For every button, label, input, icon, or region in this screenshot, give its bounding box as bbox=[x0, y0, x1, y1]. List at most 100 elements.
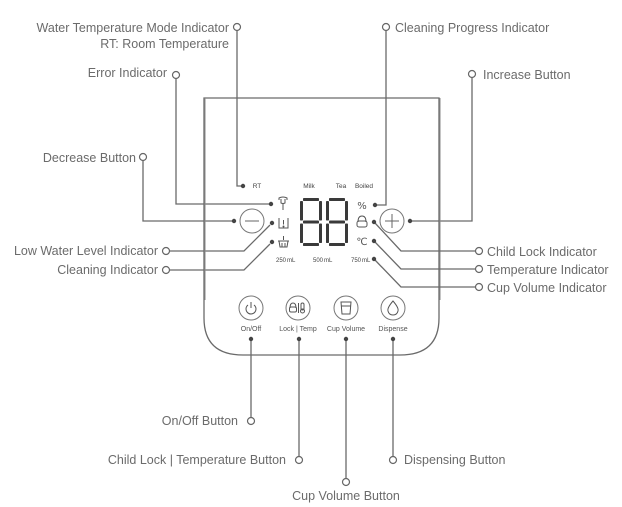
dot-cup-volume-btn bbox=[343, 336, 349, 342]
callout-cup-volume-button: Cup Volume Button bbox=[292, 489, 400, 503]
callout-low-water: Low Water Level Indicator bbox=[14, 244, 158, 258]
svg-text:250: 250 bbox=[276, 258, 287, 264]
dot-decrease bbox=[231, 218, 237, 224]
callout-marker-decrease bbox=[138, 152, 148, 162]
callout-marker-dispense bbox=[388, 455, 398, 465]
dot-cleaning bbox=[269, 239, 275, 245]
segment-1-a bbox=[303, 198, 319, 201]
low-water-icon bbox=[278, 218, 289, 229]
segment-2-g bbox=[329, 220, 345, 224]
callout-marker-temperature bbox=[474, 264, 484, 274]
callout-dispensing-button: Dispensing Button bbox=[404, 453, 506, 467]
leader-cleaning-progress bbox=[376, 31, 387, 206]
dot-dispense bbox=[390, 336, 396, 342]
leader-decrease bbox=[142, 161, 233, 222]
cup-volume-label: Cup Volume bbox=[327, 326, 365, 333]
leader-child-lock bbox=[374, 222, 475, 252]
svg-text:mL: mL bbox=[287, 258, 296, 264]
lock-temp-label: Lock | Temp bbox=[279, 326, 317, 333]
callout-marker-child-lock bbox=[474, 246, 484, 256]
callout-on-off-button: On/Off Button bbox=[162, 414, 238, 428]
dot-lock-temp bbox=[296, 336, 302, 342]
callout-child-lock: Child Lock Indicator bbox=[487, 245, 597, 259]
callout-marker-on-off bbox=[246, 416, 256, 426]
increase-button[interactable] bbox=[379, 208, 405, 234]
callout-marker-cleaning bbox=[161, 265, 171, 275]
dot-on-off bbox=[248, 336, 254, 342]
callout-cleaning: Cleaning Indicator bbox=[57, 263, 158, 277]
segment-2-a bbox=[329, 198, 345, 201]
panel-outline bbox=[203, 97, 440, 356]
dot-water-temp-mode bbox=[240, 183, 246, 189]
celsius-icon: ℃ bbox=[356, 237, 367, 248]
segment-1-g bbox=[303, 220, 319, 224]
callout-increase: Increase Button bbox=[483, 68, 571, 82]
mode-label-rt: RT bbox=[253, 183, 262, 190]
leader-low-water bbox=[170, 224, 271, 252]
dot-cleaning-progress bbox=[372, 202, 378, 208]
dot-increase bbox=[407, 218, 413, 224]
callout-water-temp-mode-sub: RT: Room Temperature bbox=[100, 37, 229, 51]
segment-1-e bbox=[300, 223, 303, 243]
segment-2-b bbox=[345, 201, 348, 221]
decrease-button[interactable] bbox=[239, 208, 265, 234]
callout-marker-water-temp-mode bbox=[232, 22, 242, 32]
volume-750: 750 mL bbox=[351, 258, 371, 264]
callout-temperature: Temperature Indicator bbox=[487, 263, 609, 277]
leader-temperature bbox=[374, 241, 475, 270]
power-icon bbox=[245, 302, 257, 315]
segment-1-c bbox=[319, 223, 322, 243]
callout-decrease: Decrease Button bbox=[43, 151, 136, 165]
leader-error bbox=[175, 79, 270, 205]
callout-cup-volume: Cup Volume Indicator bbox=[487, 281, 607, 295]
segment-2-e bbox=[326, 223, 329, 243]
segment-1-b bbox=[319, 201, 322, 221]
leader-cup-volume bbox=[374, 259, 475, 288]
child-lock-icon bbox=[356, 215, 368, 228]
segment-2-d bbox=[329, 243, 345, 246]
mode-label-boiled: Boiled bbox=[355, 183, 373, 190]
dispense-label: Dispense bbox=[378, 326, 407, 333]
seven-segment-display bbox=[300, 198, 348, 246]
cleaning-brush-icon bbox=[278, 236, 289, 248]
segment-2-c bbox=[345, 223, 348, 243]
segment-2-f bbox=[326, 201, 329, 221]
volume-500: 500 mL bbox=[313, 258, 333, 264]
cup-volume-button[interactable] bbox=[333, 295, 359, 321]
wrench-icon bbox=[278, 196, 288, 210]
svg-text:500: 500 bbox=[313, 258, 324, 264]
segment-1-d bbox=[303, 243, 319, 246]
callout-marker-lock-temp bbox=[294, 455, 304, 465]
dot-error bbox=[268, 201, 274, 207]
droplet-icon bbox=[387, 300, 399, 316]
on-off-label: On/Off bbox=[241, 326, 262, 333]
dispense-button[interactable] bbox=[380, 295, 406, 321]
callout-marker-low-water bbox=[161, 246, 171, 256]
cup-icon bbox=[340, 301, 352, 315]
dot-child-lock bbox=[371, 219, 377, 225]
leader-cleaning bbox=[170, 243, 271, 271]
callout-marker-cup-volume-btn bbox=[341, 477, 351, 487]
svg-text:mL: mL bbox=[324, 258, 333, 264]
segment-1-f bbox=[300, 201, 303, 221]
dot-temperature bbox=[371, 238, 377, 244]
callout-water-temp-mode: Water Temperature Mode Indicator bbox=[37, 21, 229, 35]
on-off-button[interactable] bbox=[238, 295, 264, 321]
callout-error: Error Indicator bbox=[88, 66, 167, 80]
lock-temp-button[interactable] bbox=[285, 295, 311, 321]
lock-thermometer-icon bbox=[289, 302, 305, 314]
callout-marker-increase bbox=[467, 69, 477, 79]
callout-cleaning-progress: Cleaning Progress Indicator bbox=[395, 21, 549, 35]
leader-increase bbox=[411, 78, 473, 222]
callout-child-lock-temp-button: Child Lock | Temperature Button bbox=[108, 453, 286, 467]
leader-water-temp-mode bbox=[236, 31, 242, 187]
callout-marker-error bbox=[171, 70, 181, 80]
svg-text:mL: mL bbox=[362, 258, 371, 264]
callout-marker-cup-volume bbox=[474, 282, 484, 292]
volume-250: 250 mL bbox=[276, 258, 296, 264]
dot-cup-volume bbox=[371, 256, 377, 262]
svg-text:750: 750 bbox=[351, 258, 362, 264]
mode-label-tea: Tea bbox=[336, 183, 347, 190]
callout-marker-cleaning-progress bbox=[381, 22, 391, 32]
